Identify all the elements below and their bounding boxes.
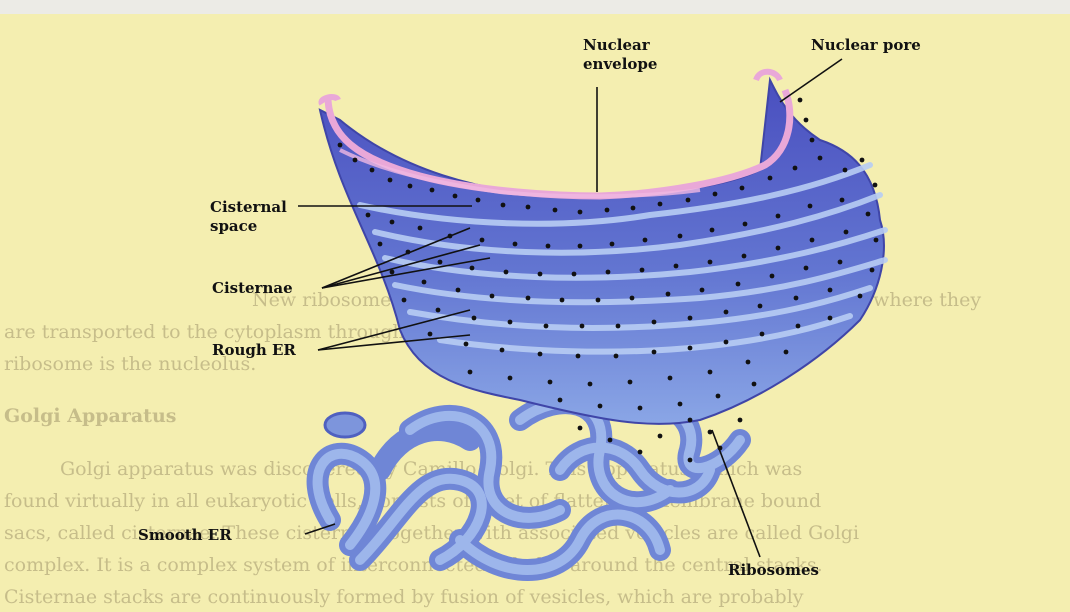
label-cisternal-space-line2: space — [210, 217, 287, 236]
label-nuclear-envelope-line2: envelope — [583, 55, 657, 74]
label-cisternal-space-line1: Cisternal — [210, 198, 287, 217]
label-nuclear-pore: Nuclear pore — [811, 36, 921, 55]
label-rough-er: Rough ER — [212, 341, 296, 360]
label-cisternal-space: Cisternal space — [210, 198, 287, 236]
label-ribosomes: Ribosomes — [728, 561, 819, 580]
label-smooth-er: Smooth ER — [138, 526, 232, 545]
label-cisternae: Cisternae — [212, 279, 293, 298]
label-nuclear-envelope: Nuclear envelope — [583, 36, 657, 74]
label-nuclear-envelope-line1: Nuclear — [583, 36, 657, 55]
